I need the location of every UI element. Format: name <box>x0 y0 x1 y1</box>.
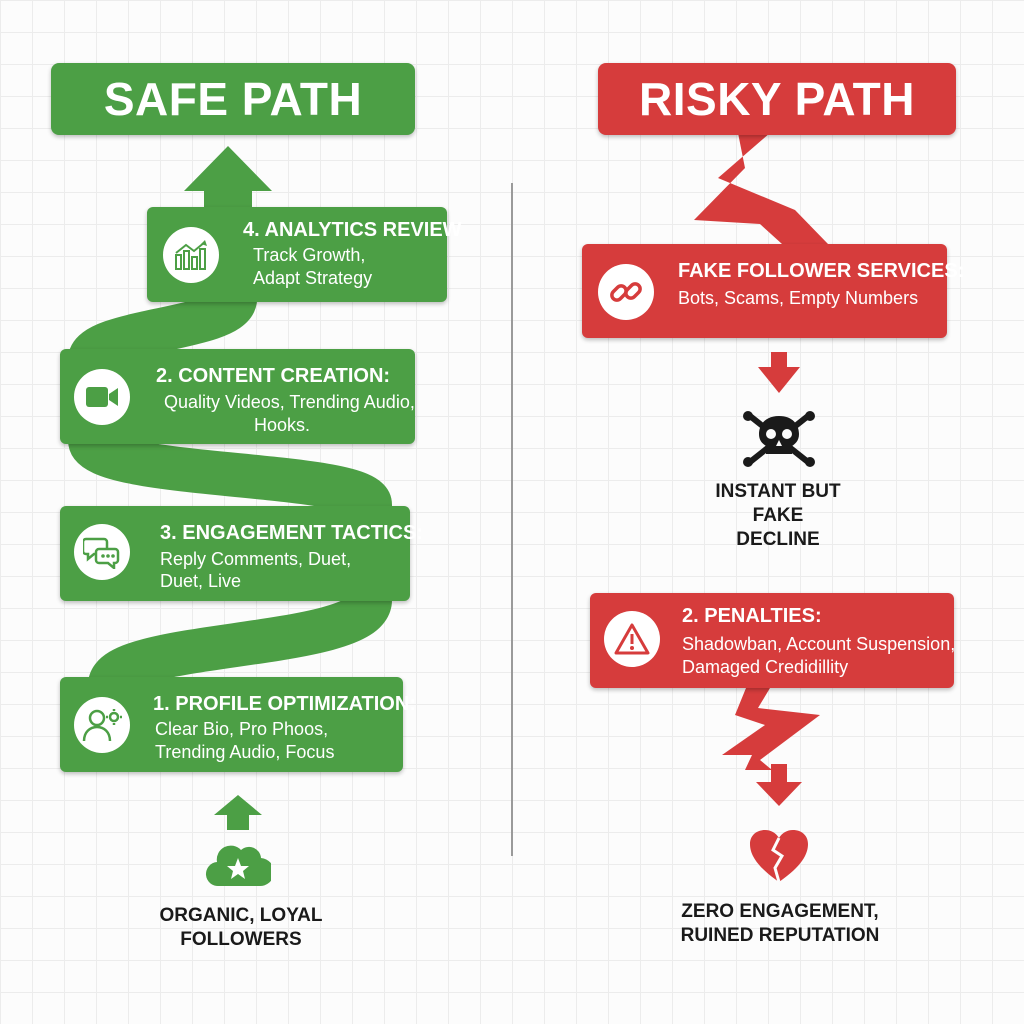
analytics-review-desc-1: Track Growth, <box>253 245 366 265</box>
penalties-desc-1: Shadowban, Account Suspension, <box>682 634 956 654</box>
video-camera-icon <box>74 369 130 425</box>
broken-link-icon <box>598 264 654 320</box>
up-arrow-bottom <box>214 795 262 830</box>
lightning-bolt-bottom <box>722 688 820 770</box>
analytics-review-title: 4. ANALYTICS REVIEW <box>243 219 462 241</box>
risky-result-line-1: ZERO ENGAGEMENT, <box>681 901 879 922</box>
content-creation-card: 2. CONTENT CREATION: Quality Videos, Tre… <box>60 349 415 444</box>
engagement-tactics-card: 3. ENGAGEMENT TACTICS: Reply Comments, D… <box>60 506 423 601</box>
content-creation-desc-2: Hooks. <box>254 415 311 435</box>
analytics-review-desc-2: Adapt Strategy <box>253 268 373 288</box>
skull-crossbones-icon <box>742 408 816 470</box>
analytics-chart-icon <box>163 227 219 283</box>
winding-road <box>68 278 392 707</box>
instant-line-2: FAKE <box>752 505 804 526</box>
profile-optimization-card: 1. PROFILE OPTIMIZATION: Clear Bio, Pro … <box>60 677 416 772</box>
engagement-tactics-desc-1: Reply Comments, Duet, <box>160 549 352 569</box>
content-creation-desc-1: Quality Videos, Trending Audio, <box>164 392 415 412</box>
safe-path-title: SAFE PATH <box>103 73 363 125</box>
fake-follower-desc: Bots, Scams, Empty Numbers <box>678 288 919 308</box>
risky-path-title: RISKY PATH <box>639 73 915 125</box>
safe-result-line-1: ORGANIC, LOYAL <box>159 905 323 926</box>
engagement-tactics-title: 3. ENGAGEMENT TACTICS: <box>160 522 423 544</box>
safe-result-line-2: FOLLOWERS <box>180 929 302 950</box>
warning-triangle-icon <box>604 611 660 667</box>
cloud-star-icon <box>205 842 275 890</box>
risky-result-line-2: RUINED REPUTATION <box>680 925 880 946</box>
lightning-bolt-top <box>694 133 828 244</box>
fake-follower-title: FAKE FOLLOWER SERVICES: <box>678 260 965 282</box>
risky-result-caption: ZERO ENGAGEMENT, RUINED REPUTATION <box>660 900 900 948</box>
broken-heart-icon <box>748 828 810 884</box>
profile-optimization-desc-2: Trending Audio, Focus <box>155 742 335 762</box>
analytics-review-card: 4. ANALYTICS REVIEW Track Growth, Adapt … <box>147 207 462 302</box>
down-arrow-1 <box>758 367 800 393</box>
engagement-tactics-desc-2: Duet, Live <box>160 571 242 591</box>
instant-line-3: DECLINE <box>736 529 820 550</box>
safe-path-banner: SAFE PATH <box>51 63 415 135</box>
user-gear-icon <box>74 697 130 753</box>
risky-path-banner: RISKY PATH <box>598 63 956 135</box>
instant-decline-caption: INSTANT BUT FAKE DECLINE <box>690 480 866 552</box>
profile-optimization-desc-1: Clear Bio, Pro Phoos, <box>155 719 329 739</box>
penalties-title: 2. PENALTIES: <box>682 605 822 627</box>
down-arrow-2 <box>756 782 802 806</box>
up-arrow-top <box>184 146 272 212</box>
penalties-card: 2. PENALTIES: Shadowban, Account Suspens… <box>590 593 956 688</box>
chat-bubbles-icon <box>74 524 130 580</box>
instant-line-1: INSTANT BUT <box>715 481 841 502</box>
profile-optimization-title: 1. PROFILE OPTIMIZATION: <box>153 693 416 715</box>
fake-follower-card: FAKE FOLLOWER SERVICES: Bots, Scams, Emp… <box>582 244 964 338</box>
center-divider <box>511 183 513 856</box>
safe-result-caption: ORGANIC, LOYAL FOLLOWERS <box>146 904 336 952</box>
penalties-desc-2: Damaged Credidillity <box>682 657 849 677</box>
content-creation-title: 2. CONTENT CREATION: <box>156 365 391 387</box>
